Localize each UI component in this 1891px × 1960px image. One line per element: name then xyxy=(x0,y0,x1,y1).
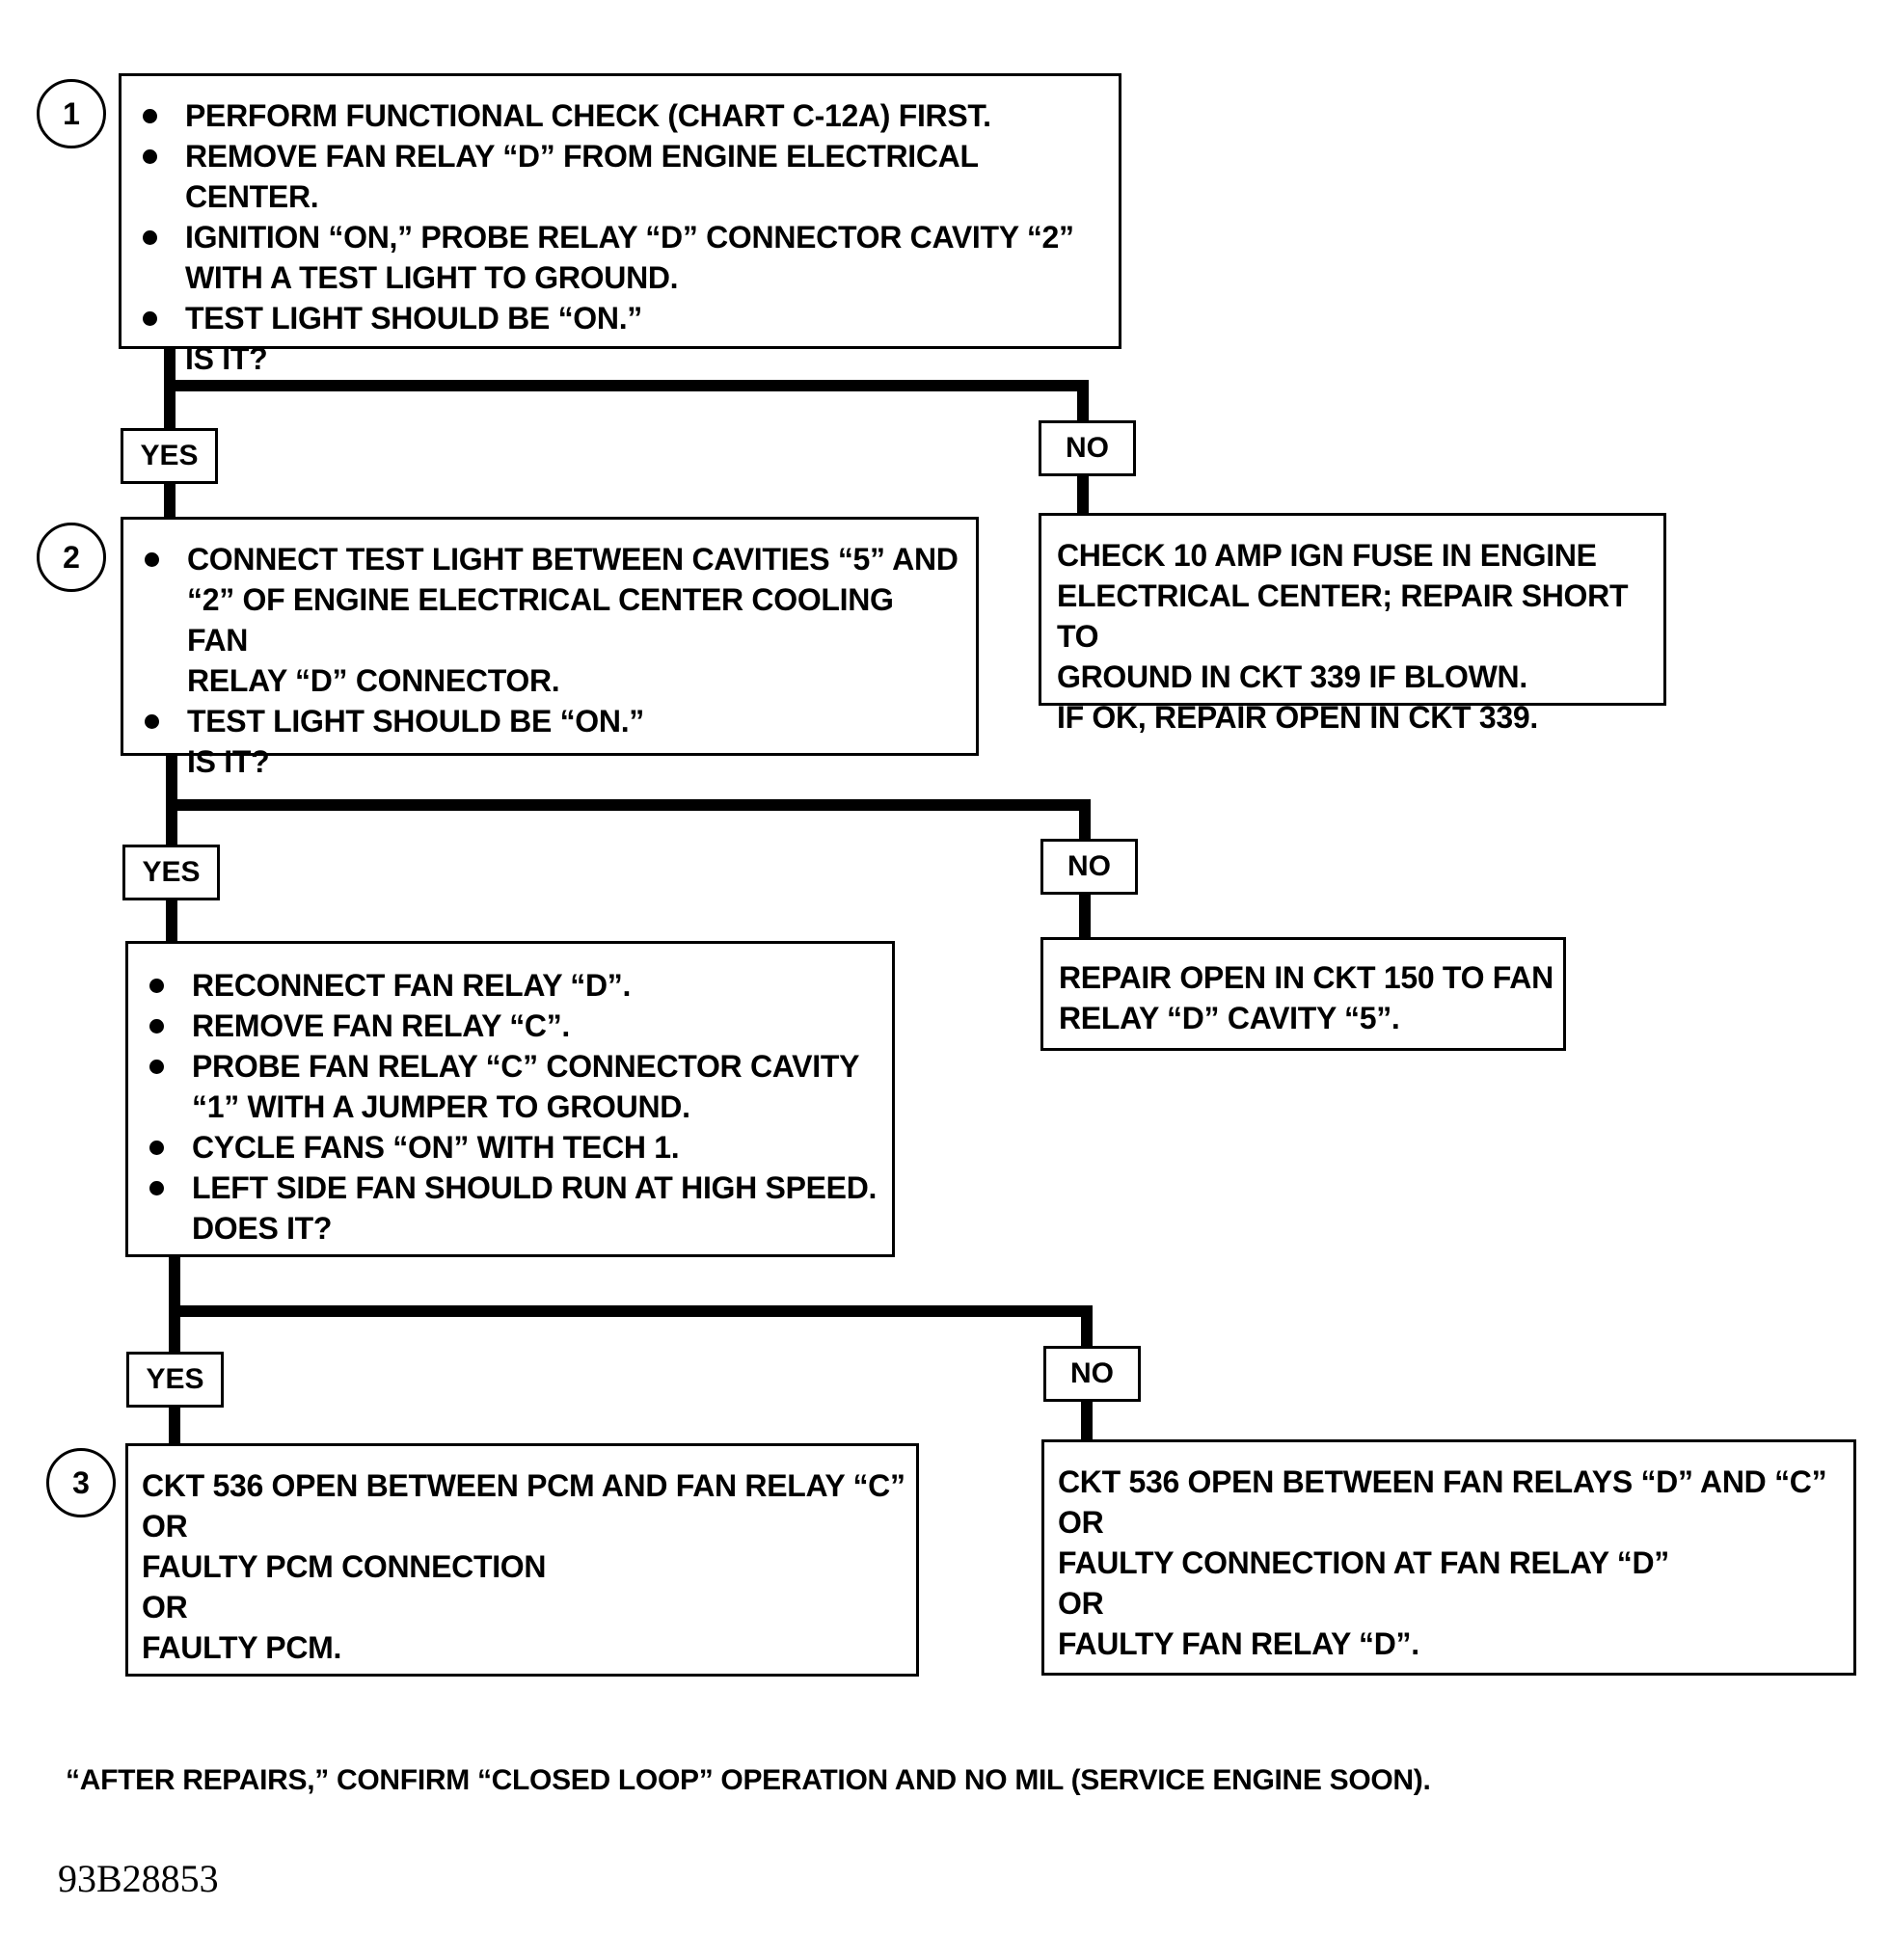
no3-line-3: FAULTY CONNECTION AT FAN RELAY “D” xyxy=(1058,1545,1669,1580)
step3-line-2: OR xyxy=(142,1509,188,1544)
fan-bullet-3-cont: “1” WITH A JUMPER TO GROUND. xyxy=(192,1089,690,1124)
step1-question: IS IT? xyxy=(185,341,268,376)
no-label-2: NO xyxy=(1040,839,1138,895)
step3-line-3: FAULTY PCM CONNECTION xyxy=(142,1549,547,1584)
no1-line-2: ELECTRICAL CENTER; REPAIR SHORT TO xyxy=(1057,578,1629,654)
step3-line-5: FAULTY PCM. xyxy=(142,1630,342,1665)
no2-line-2: RELAY “D” CAVITY “5”. xyxy=(1059,1001,1400,1035)
step-number-1: 1 xyxy=(37,79,106,148)
step-number-2: 2 xyxy=(37,523,106,592)
no1-line-4: IF OK, REPAIR OPEN IN CKT 339. xyxy=(1057,700,1538,735)
step-number-3: 3 xyxy=(46,1448,116,1517)
fan-question: DOES IT? xyxy=(192,1211,333,1246)
step2-bullet-1: CONNECT TEST LIGHT BETWEEN CAVITIES “5” … xyxy=(141,539,962,579)
branch-3 xyxy=(169,1252,1093,1462)
step1-bullet-4: TEST LIGHT SHOULD BE “ON.” xyxy=(139,298,1105,338)
step3-line-1: CKT 536 OPEN BETWEEN PCM AND FAN RELAY “… xyxy=(142,1468,905,1503)
step1-bullet-1: PERFORM FUNCTIONAL CHECK (CHART C-12A) F… xyxy=(139,95,1105,136)
yes-label-3: YES xyxy=(126,1352,224,1408)
step3-result-box: CKT 536 OPEN BETWEEN PCM AND FAN RELAY “… xyxy=(125,1443,919,1677)
step2-bullet-2: TEST LIGHT SHOULD BE “ON.” xyxy=(141,701,962,741)
fan-bullet-4: CYCLE FANS “ON” WITH TECH 1. xyxy=(146,1127,878,1168)
yes-label-1: YES xyxy=(121,428,218,484)
no1-line-1: CHECK 10 AMP IGN FUSE IN ENGINE xyxy=(1057,538,1597,573)
footer-note: “AFTER REPAIRS,” CONFIRM “CLOSED LOOP” O… xyxy=(66,1764,1431,1796)
no3-result-box: CKT 536 OPEN BETWEEN FAN RELAYS “D” AND … xyxy=(1041,1439,1856,1676)
no-label-3: NO xyxy=(1043,1346,1141,1402)
step1-box: PERFORM FUNCTIONAL CHECK (CHART C-12A) F… xyxy=(119,73,1121,376)
no3-line-5: FAULTY FAN RELAY “D”. xyxy=(1058,1626,1419,1661)
no1-line-3: GROUND IN CKT 339 IF BLOWN. xyxy=(1057,659,1527,694)
step2-bullet-1-cont-2: RELAY “D” CONNECTOR. xyxy=(187,663,560,698)
no3-line-4: OR xyxy=(1058,1586,1104,1621)
no-label-1: NO xyxy=(1039,420,1136,476)
fan-bullet-3: PROBE FAN RELAY “C” CONNECTOR CAVITY xyxy=(146,1046,878,1087)
no3-line-2: OR xyxy=(1058,1505,1104,1540)
yes-label-2: YES xyxy=(122,845,220,900)
figure-code: 93B28853 xyxy=(58,1857,219,1900)
step1-bullet-3: IGNITION “ON,” PROBE RELAY “D” CONNECTOR… xyxy=(139,217,1105,257)
step-fan-box: RECONNECT FAN RELAY “D”. REMOVE FAN RELA… xyxy=(125,941,895,1257)
step2-question: IS IT? xyxy=(187,744,270,779)
step1-bullet-2: REMOVE FAN RELAY “D” FROM ENGINE ELECTRI… xyxy=(139,136,1105,217)
fan-bullet-5: LEFT SIDE FAN SHOULD RUN AT HIGH SPEED. xyxy=(146,1168,878,1208)
no2-line-1: REPAIR OPEN IN CKT 150 TO FAN xyxy=(1059,960,1553,995)
no3-line-1: CKT 536 OPEN BETWEEN FAN RELAYS “D” AND … xyxy=(1058,1464,1827,1499)
fan-bullet-1: RECONNECT FAN RELAY “D”. xyxy=(146,965,878,1006)
no1-result-box: CHECK 10 AMP IGN FUSE IN ENGINE ELECTRIC… xyxy=(1039,513,1666,735)
fan-bullet-2: REMOVE FAN RELAY “C”. xyxy=(146,1006,878,1046)
no2-result-box: REPAIR OPEN IN CKT 150 TO FAN RELAY “D” … xyxy=(1040,937,1566,1051)
step1-bullet-3-cont: WITH A TEST LIGHT TO GROUND. xyxy=(185,260,679,295)
step2-bullet-1-cont-1: “2” OF ENGINE ELECTRICAL CENTER COOLING … xyxy=(187,582,894,658)
step3-line-4: OR xyxy=(142,1590,188,1624)
step2-box: CONNECT TEST LIGHT BETWEEN CAVITIES “5” … xyxy=(121,517,979,779)
